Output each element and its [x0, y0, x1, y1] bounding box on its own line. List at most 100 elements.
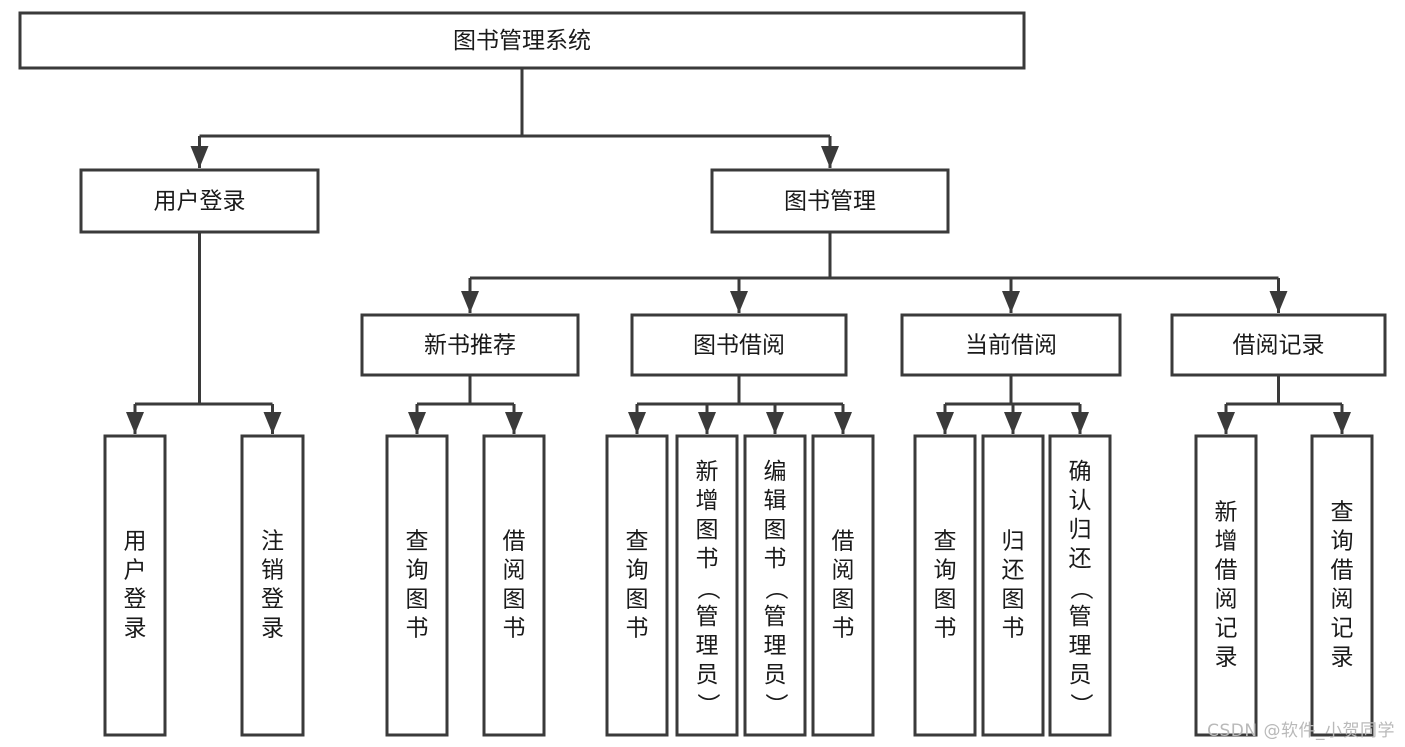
node-leaf-5-char: 新 [696, 459, 719, 485]
arrow-head-icon [190, 146, 209, 168]
node-leaf-5-char: 理 [696, 633, 719, 659]
node-level2-0-label: 用户登录 [154, 189, 246, 215]
node-leaf-12-char: 查 [1331, 500, 1354, 526]
node-level3-3-box[interactable] [1170, 313, 1387, 377]
node-leaf-1-box[interactable] [240, 434, 305, 737]
node-leaf-10-char: （ [1068, 577, 1094, 600]
node-leaf-9-char: 归 [1002, 529, 1025, 555]
node-leaf-5-char: 管 [696, 604, 719, 630]
node-leaf-0-box[interactable] [103, 434, 167, 737]
node-root-box[interactable] [18, 11, 1026, 70]
node-leaf-8-box[interactable] [913, 434, 977, 737]
node-level2-0[interactable]: 用户登录 [79, 168, 320, 234]
node-level3-1-box[interactable] [630, 313, 848, 377]
node-level3-0[interactable]: 新书推荐 [360, 313, 580, 377]
node-leaf-6-char: 理 [764, 633, 787, 659]
node-leaf-12-char: 录 [1331, 645, 1354, 671]
node-leaf-5-char: 图 [696, 517, 719, 543]
arrow-head-icon [1217, 412, 1235, 434]
node-leaf-9-box[interactable] [981, 434, 1045, 737]
node-leaf-1-char: 登 [261, 587, 284, 613]
node-leaf-6-char: （ [763, 577, 789, 600]
node-leaf-4-box[interactable] [605, 434, 669, 737]
node-level3-1-label: 图书借阅 [693, 333, 785, 359]
node-leaf-10-char: 员 [1069, 662, 1092, 688]
node-level3-0-box[interactable] [360, 313, 580, 377]
node-leaf-6-char: 图 [764, 517, 787, 543]
node-leaf-11-box[interactable] [1194, 434, 1258, 737]
arrow-head-icon [408, 412, 426, 434]
node-leaf-6-char: ） [763, 693, 789, 716]
node-leaf-10-char: 认 [1069, 488, 1092, 514]
node-leaf-0[interactable]: 用户登录 [103, 434, 167, 737]
arrow-head-icon [461, 291, 479, 313]
arrow-head-icon [1269, 291, 1288, 313]
arrow-head-icon [936, 412, 954, 434]
node-leaf-7-box[interactable] [811, 434, 875, 737]
node-leaf-6-char: 员 [764, 662, 787, 688]
node-leaf-11-char: 阅 [1215, 587, 1238, 613]
node-leaf-9-char: 书 [1002, 616, 1025, 642]
node-level3-3[interactable]: 借阅记录 [1170, 313, 1387, 377]
arrow-head-icon [1002, 291, 1020, 313]
node-leaf-10-char: 还 [1069, 546, 1092, 572]
node-leaf-11-char: 借 [1215, 558, 1238, 584]
node-level3-2-box[interactable] [900, 313, 1122, 377]
node-root[interactable]: 图书管理系统 [18, 11, 1026, 70]
node-leaf-12-char: 阅 [1331, 587, 1354, 613]
node-leaf-5-char: ） [695, 693, 721, 716]
arrow-head-icon [126, 412, 144, 434]
node-leaf-5-char: 增 [696, 488, 719, 514]
node-leaf-4-char: 询 [626, 558, 649, 584]
node-leaf-9-char: 图 [1002, 587, 1025, 613]
node-leaf-11-char: 新 [1215, 500, 1238, 526]
node-leaf-6-box[interactable] [743, 434, 807, 737]
node-leaf-6-char: 编 [764, 459, 787, 485]
node-leaf-3-box[interactable] [482, 434, 546, 737]
node-leaf-11-char: 录 [1215, 645, 1238, 671]
node-leaf-5-char: 书 [696, 546, 719, 572]
node-leaf-12-char: 记 [1331, 616, 1354, 642]
node-leaf-2-char: 查 [406, 529, 429, 555]
node-leaf-4-char: 查 [626, 529, 649, 555]
watermark-text: CSDN @软件_小贺同学 [1207, 721, 1395, 741]
node-leaf-10-box[interactable] [1048, 434, 1112, 737]
node-level3-2[interactable]: 当前借阅 [900, 313, 1122, 377]
node-leaf-5-box[interactable] [675, 434, 739, 737]
node-leaf-2-char: 询 [406, 558, 429, 584]
arrow-head-icon [505, 412, 523, 434]
node-level2-1[interactable]: 图书管理 [710, 168, 950, 234]
node-leaf-1-char: 销 [261, 558, 284, 584]
node-leaf-2-box[interactable] [385, 434, 449, 737]
node-leaf-12-box[interactable] [1310, 434, 1374, 737]
node-leaf-1-char: 录 [261, 616, 284, 642]
node-leaf-11-char: 记 [1215, 616, 1238, 642]
node-leaf-5-char: 员 [696, 662, 719, 688]
node-leaf-10-char: 归 [1069, 517, 1092, 543]
node-leaf-6-char: 管 [764, 604, 787, 630]
node-level3-1[interactable]: 图书借阅 [630, 313, 848, 377]
node-leaf-8-char: 查 [934, 529, 957, 555]
node-leaf-3-char: 图 [503, 587, 526, 613]
node-leaf-2-char: 图 [406, 587, 429, 613]
node-leaf-6-char: 书 [764, 546, 787, 572]
node-leaf-8-char: 图 [934, 587, 957, 613]
node-level2-0-box[interactable] [79, 168, 320, 234]
node-leaf-1-char: 注 [261, 529, 284, 555]
node-leaf-0-char: 用 [124, 529, 147, 555]
node-level2-1-box[interactable] [710, 168, 950, 234]
